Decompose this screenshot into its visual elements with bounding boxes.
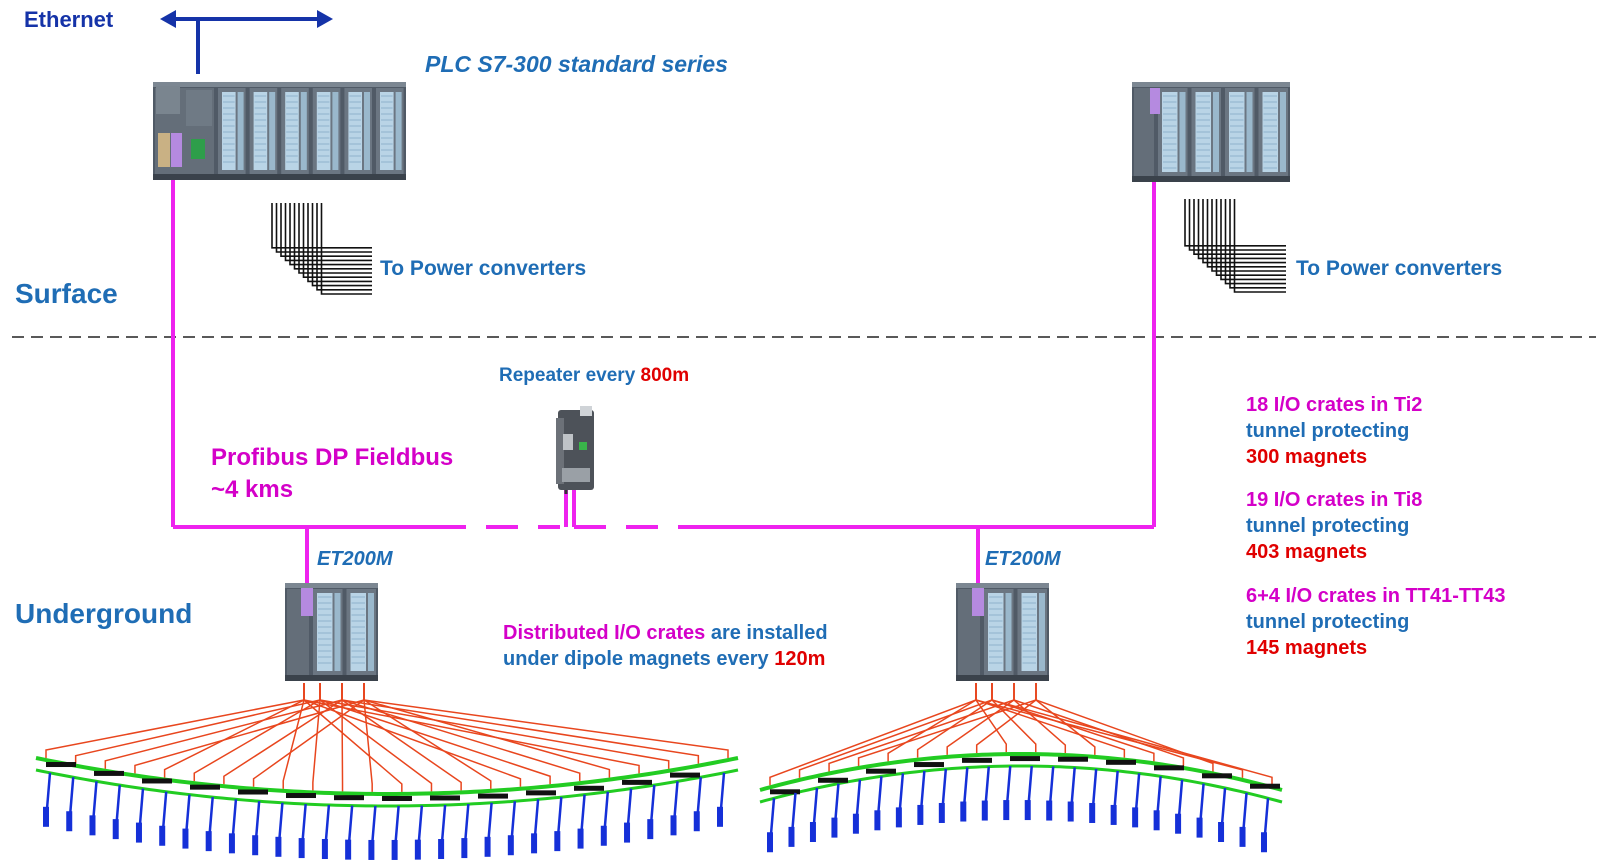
distributed-io-text-2: under dipole magnets every	[503, 648, 775, 670]
tunnel-info-tt41-tt43: 6+4 I/O crates in TT41-TT43 tunnel prote…	[1246, 583, 1506, 661]
io-module	[1191, 88, 1221, 176]
et200m-label-right: ET200M	[985, 548, 1061, 570]
power-converters-label-left: To Power converters	[380, 257, 587, 280]
fieldbus-label: Profibus DP Fieldbus	[211, 444, 454, 471]
tunnel-info-ti2: 18 I/O crates in Ti2 tunnel protecting 3…	[1246, 392, 1422, 470]
io-module	[984, 589, 1014, 675]
power-converter-cables-right	[1184, 199, 1286, 293]
tunnel-magnets: 300 magnets	[1246, 446, 1368, 468]
io-module	[1225, 88, 1255, 176]
et200m-crate-right	[956, 583, 1049, 681]
distributed-io-highlight: Distributed I/O crates	[503, 622, 706, 644]
et200m-label-left: ET200M	[317, 548, 393, 570]
power-converters-label-right: To Power converters	[1296, 257, 1503, 280]
io-module	[346, 589, 376, 675]
tunnel-magnets: 145 magnets	[1246, 637, 1368, 659]
io-module	[249, 88, 278, 174]
fieldbus-length: ~4 kms	[211, 476, 294, 503]
tunnel-info-ti8: 19 I/O crates in Ti8 tunnel protecting 4…	[1246, 487, 1422, 565]
io-module	[1258, 88, 1288, 176]
io-module	[312, 88, 341, 174]
tunnel-crates: 18 I/O crates in Ti2	[1246, 394, 1423, 416]
ethernet-arrow	[160, 10, 333, 74]
power-converter-cables-left	[271, 203, 372, 295]
repeater-label: Repeater every 800m	[499, 365, 689, 387]
io-module	[1017, 589, 1047, 675]
plc-s7-300-rack-right	[1132, 82, 1290, 182]
tunnel-crates: 6+4 I/O crates in TT41-TT43	[1246, 585, 1506, 607]
io-module	[218, 88, 246, 174]
profibus-fieldbus	[171, 100, 1156, 598]
io-module	[1158, 88, 1188, 176]
ethernet-label: Ethernet	[24, 7, 114, 32]
tunnel-protecting: tunnel protecting	[1246, 420, 1410, 442]
repeater-distance: 800m	[640, 365, 690, 386]
underground-label: Underground	[15, 598, 193, 629]
io-module	[376, 88, 404, 174]
tunnel-protecting: tunnel protecting	[1246, 515, 1410, 537]
tunnel-crates: 19 I/O crates in Ti8	[1246, 489, 1423, 511]
et200m-crate-left	[285, 583, 378, 681]
surface-label: Surface	[15, 278, 118, 309]
plc-s7-300-rack-left	[153, 82, 406, 180]
io-module	[344, 88, 372, 174]
distributed-io-note: Distributed I/O crates are installed und…	[503, 620, 828, 672]
repeater-device	[556, 406, 594, 494]
beamline-right	[759, 683, 1283, 853]
distributed-io-text: are installed	[705, 622, 828, 644]
io-module	[313, 589, 343, 675]
distributed-io-spacing: 120m	[774, 648, 826, 670]
tunnel-magnets: 403 magnets	[1246, 541, 1368, 563]
repeater-label-text: Repeater every	[499, 365, 641, 386]
beamline-left	[35, 683, 739, 860]
plc-series-label: PLC S7-300 standard series	[425, 51, 728, 77]
tunnel-protecting: tunnel protecting	[1246, 611, 1410, 633]
io-module	[281, 88, 309, 174]
